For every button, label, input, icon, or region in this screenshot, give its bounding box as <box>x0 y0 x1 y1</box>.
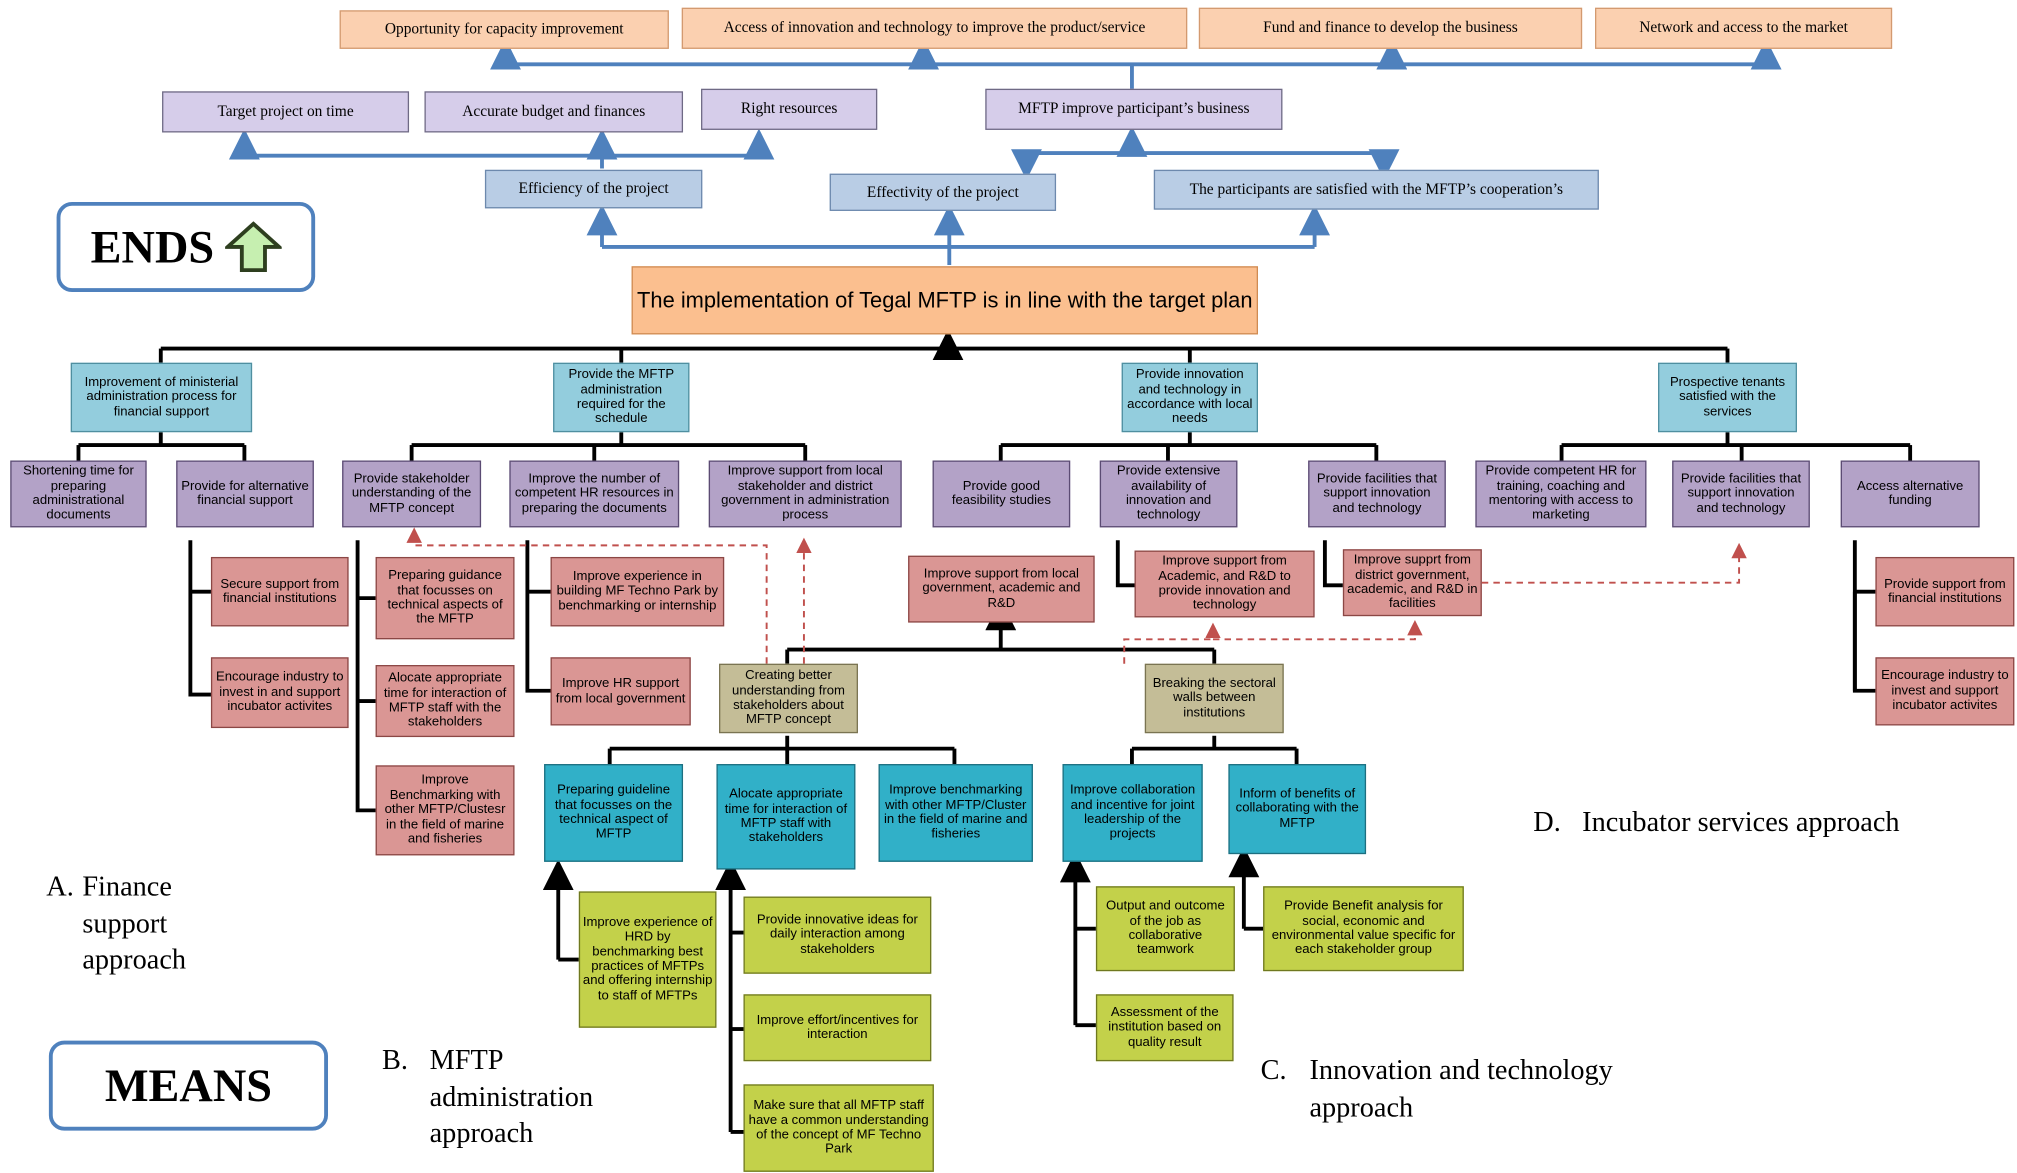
third-row-box: Effectivity of the project <box>829 173 1057 211</box>
red-box: Encourage industry to invest in and supp… <box>210 657 349 729</box>
red-box: Improve HR support from local government <box>550 657 691 726</box>
top-row-box: Access of innovation and technology to i… <box>681 7 1188 49</box>
level2-box: Provide stakeholder understanding of the… <box>342 460 482 528</box>
red-box: Improve Benchmarking with other MFTP/Clu… <box>375 765 515 856</box>
approach-label-c: C. Innovation and technology approach <box>1260 1053 1613 1123</box>
yellow-box: Provide Benefit analysis for social, eco… <box>1263 886 1464 972</box>
cyan-box: Alocate appropriate time for interaction… <box>716 764 856 870</box>
yellow-box: Improve experience of HRD by benchmarkin… <box>578 891 717 1028</box>
second-row-box: MFTP improve participant’s business <box>985 88 1283 130</box>
cyan-box: Inform of benefits of collaborating with… <box>1228 764 1367 855</box>
red-box: Encourage industry to invest and support… <box>1875 657 2015 726</box>
yellow-box: Improve effort/incentives for interactio… <box>743 994 932 1062</box>
khaki-box: Breaking the sectoral walls between inst… <box>1144 663 1284 734</box>
cyan-box: Preparing guideline that focusses on the… <box>544 764 684 862</box>
level2-box: Provide facilities that support innovati… <box>1308 460 1446 528</box>
level1-innovation-box: Provide innovation and technology in acc… <box>1121 362 1259 433</box>
approach-label-a: A. Finance support approach <box>46 869 187 976</box>
top-row-box: Opportunity for capacity improvement <box>339 10 669 49</box>
khaki-box: Creating better understanding from stake… <box>719 663 858 734</box>
level2-box: Provide facilities that support innovati… <box>1672 460 1810 528</box>
red-box: Improve experience in building MF Techno… <box>550 556 725 627</box>
red-box: Provide support from financial instituti… <box>1875 556 2015 627</box>
cyan-box: Improve collaboration and incentive for … <box>1062 764 1203 862</box>
red-box: Improve supprt from district government,… <box>1342 549 1482 617</box>
red-box: Improve support from local government, a… <box>908 555 1095 623</box>
red-box: Secure support from financial institutio… <box>210 556 349 627</box>
means-label: MEANS <box>104 1059 273 1112</box>
top-row-box: Fund and finance to develop the business <box>1198 7 1583 49</box>
approach-label-d: D. Incubator services approach <box>1533 805 1900 838</box>
level1-finance-box: Improvement of ministerial administratio… <box>70 362 253 433</box>
level2-box: Improve the number of competent HR resou… <box>509 460 680 528</box>
red-box: Preparing guidance that focusses on tech… <box>375 556 515 640</box>
top-row-box: Network and access to the market <box>1595 7 1893 49</box>
means-badge: MEANS <box>48 1040 329 1131</box>
third-row-box: The participants are satisfied with the … <box>1153 169 1599 210</box>
level2-box: Access alternative funding <box>1840 460 1980 528</box>
level2-box: Provide good feasibility studies <box>932 460 1071 528</box>
ends-label: ENDS <box>90 221 215 273</box>
second-row-box: Accurate budget and finances <box>424 91 684 133</box>
cyan-box: Improve benchmarking with other MFTP/Clu… <box>878 764 1033 862</box>
up-arrow-icon <box>224 221 282 273</box>
approach-label-b: B. MFTP administration approach <box>382 1043 594 1149</box>
third-row-box: Efficiency of the project <box>484 169 703 209</box>
red-box: Alocate appropriate time for interaction… <box>375 665 515 738</box>
level1-admin-box: Provide the MFTP administration required… <box>553 362 690 433</box>
level2-box: Provide extensive availability of innova… <box>1099 460 1238 528</box>
yellow-box: Make sure that all MFTP staff have a com… <box>743 1084 934 1172</box>
level1-incubator-box: Prospective tenants satisfied with the s… <box>1658 362 1797 433</box>
level2-box: Shortening time for preparing administra… <box>10 460 147 528</box>
yellow-box: Output and outcome of the job as collabo… <box>1095 886 1235 972</box>
ends-badge: ENDS <box>56 201 316 292</box>
level2-box: Provide for alternative financial suppor… <box>176 460 314 528</box>
second-row-box: Target project on time <box>162 91 410 133</box>
main-goal-box: The implementation of Tegal MFTP is in l… <box>631 266 1259 335</box>
yellow-box: Assessment of the institution based on q… <box>1095 994 1234 1062</box>
red-box: Improve support from Academic, and R&D t… <box>1134 550 1315 618</box>
level2-box: Improve support from local stakeholder a… <box>708 460 902 528</box>
level2-box: Provide competent HR for training, coach… <box>1475 460 1647 528</box>
second-row-box: Right resources <box>701 88 878 130</box>
yellow-box: Provide innovative ideas for daily inter… <box>743 896 932 974</box>
